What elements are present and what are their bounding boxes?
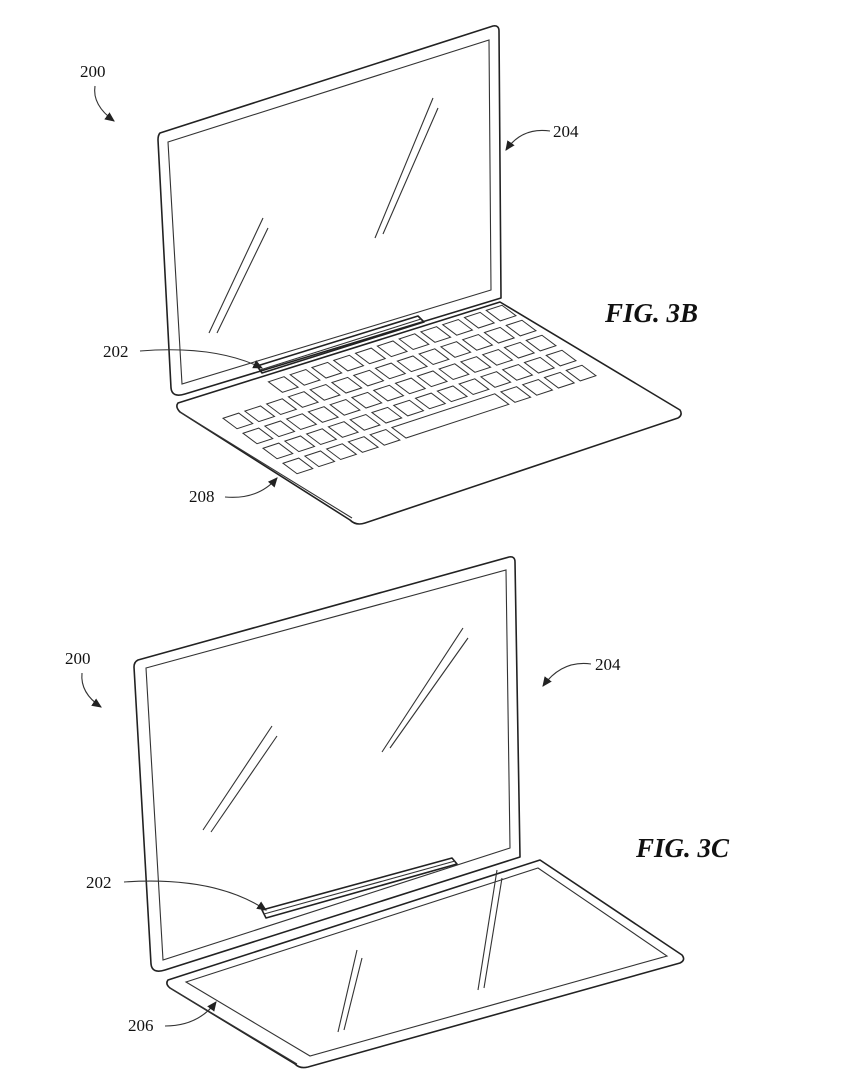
keyboard-key bbox=[372, 384, 405, 402]
keyboard-key bbox=[350, 391, 383, 409]
keyboard-key bbox=[458, 378, 490, 396]
keyboard-key bbox=[565, 364, 598, 382]
fig-3c-display-housing bbox=[133, 556, 521, 972]
keyboard-key bbox=[289, 368, 321, 386]
fig-3c-display-screen bbox=[145, 569, 511, 961]
keyboard-key bbox=[221, 412, 254, 430]
keyboard-key bbox=[327, 421, 360, 438]
keyboard-key bbox=[352, 369, 385, 387]
fig-3c-base-screen bbox=[184, 867, 669, 1057]
keyboard-key bbox=[310, 361, 343, 379]
ref-202-3c: 202 bbox=[86, 873, 112, 892]
keyboard-key bbox=[416, 370, 449, 388]
keyboard-key bbox=[439, 341, 472, 358]
fig-3b-hinge bbox=[256, 315, 425, 374]
keyboard-key bbox=[499, 386, 532, 403]
keyboard-key bbox=[436, 385, 469, 403]
keyboard-key bbox=[374, 362, 407, 380]
keyboard-key bbox=[287, 391, 320, 408]
glare-lines bbox=[208, 97, 439, 334]
fig-3c-title: FIG. 3C bbox=[635, 833, 730, 863]
keyboard-key bbox=[505, 319, 538, 337]
keyboard-key bbox=[305, 428, 338, 446]
keyboard-key bbox=[265, 398, 298, 416]
keyboard-spacebar bbox=[390, 393, 510, 439]
keyboard-key bbox=[263, 420, 296, 438]
keyboard-key bbox=[309, 383, 341, 401]
keyboard-key bbox=[485, 304, 518, 322]
ref-206-3c: 206 bbox=[128, 1016, 154, 1035]
keyboard-key bbox=[545, 349, 578, 367]
keyboard-key bbox=[241, 427, 274, 445]
ref-200-3b: 200 bbox=[80, 62, 106, 81]
keyboard-key bbox=[521, 378, 554, 396]
ref-208-3b: 208 bbox=[189, 487, 215, 506]
keyboard-key bbox=[347, 436, 380, 453]
fig-3c-base bbox=[166, 859, 685, 1069]
keyboard-key bbox=[463, 311, 496, 329]
keyboard-key bbox=[369, 428, 401, 446]
keyboard-key bbox=[285, 413, 318, 431]
keyboard-key bbox=[267, 376, 300, 393]
keyboard-key bbox=[479, 371, 512, 388]
keyboard-key bbox=[354, 347, 387, 365]
fig-3b-laptop bbox=[157, 25, 682, 525]
keyboard-key bbox=[483, 326, 516, 344]
keyboard bbox=[221, 304, 598, 475]
ref-204-3b: 204 bbox=[553, 122, 579, 141]
ref-200-3c: 200 bbox=[65, 649, 91, 668]
keyboard-key bbox=[376, 340, 409, 358]
ref-204-3c: 204 bbox=[595, 655, 621, 674]
fig-3b-display-housing bbox=[157, 25, 502, 396]
keyboard-key bbox=[419, 326, 452, 343]
keyboard-key bbox=[281, 457, 314, 475]
keyboard-key bbox=[418, 348, 450, 366]
keyboard-key bbox=[525, 334, 558, 352]
fig-3c-laptop bbox=[133, 556, 685, 1069]
keyboard-key bbox=[329, 398, 361, 416]
keyboard-key bbox=[307, 406, 340, 423]
fig-3b-display-screen bbox=[167, 39, 492, 385]
keyboard-key bbox=[543, 371, 576, 389]
ref-202-3b: 202 bbox=[103, 342, 129, 361]
fig-3b-title: FIG. 3B bbox=[604, 298, 698, 328]
keyboard-key bbox=[325, 443, 358, 461]
keyboard-key bbox=[349, 413, 381, 431]
keyboard-key bbox=[283, 435, 316, 453]
keyboard-key bbox=[261, 442, 294, 460]
keyboard-key bbox=[481, 348, 514, 366]
keyboard-key bbox=[523, 356, 556, 374]
keyboard-key bbox=[503, 341, 536, 359]
keyboard-key bbox=[501, 363, 534, 381]
keyboard-key bbox=[394, 377, 427, 395]
keyboard-key bbox=[332, 354, 365, 372]
keyboard-key bbox=[330, 376, 363, 394]
keyboard-key bbox=[243, 405, 276, 423]
keyboard-key bbox=[398, 333, 430, 351]
keyboard-key bbox=[396, 355, 429, 373]
fig-3b-base bbox=[176, 301, 682, 525]
fig-3c-hinge bbox=[261, 857, 458, 919]
keyboard-key bbox=[370, 406, 403, 424]
keyboard-key bbox=[438, 363, 470, 381]
keyboard-key bbox=[441, 318, 474, 336]
keyboard-key bbox=[392, 399, 425, 417]
keyboard-key bbox=[459, 356, 492, 373]
keyboard-key bbox=[461, 333, 494, 351]
keyboard-key bbox=[414, 392, 447, 410]
keyboard-key bbox=[303, 450, 336, 468]
